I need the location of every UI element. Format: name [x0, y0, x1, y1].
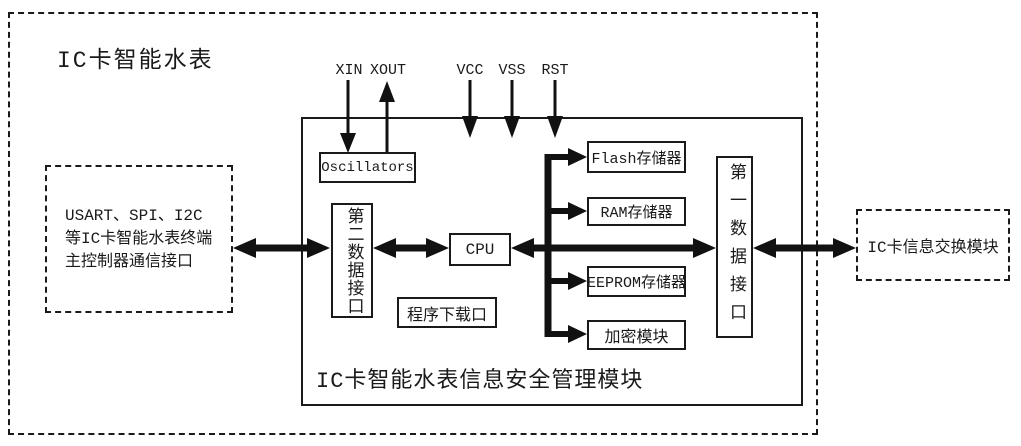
cpu-label: CPU	[465, 240, 495, 259]
second-data-interface-label: 第二数据接口	[342, 206, 362, 315]
flash-memory-block: Flash存储器	[587, 141, 686, 173]
pin-label-xout: XOUT	[369, 62, 406, 79]
host-controller-interface-line2: 等IC卡智能水表终端	[65, 229, 213, 248]
crypto-module-block: 加密模块	[587, 320, 686, 350]
host-controller-interface-line3: 主控制器通信接口	[65, 252, 194, 271]
security-module-label: IC卡智能水表信息安全管理模块	[316, 369, 644, 394]
diagram-title: IC卡智能水表	[57, 48, 214, 74]
crypto-module-label: 加密模块	[604, 329, 669, 347]
program-download-port-block: 程序下载口	[397, 297, 497, 328]
ic-card-exchange-module-box: IC卡信息交换模块	[856, 209, 1010, 281]
oscillators-block: Oscillators	[319, 152, 416, 183]
pin-label-xin: XIN	[335, 62, 363, 79]
ram-memory-block: RAM存储器	[587, 197, 686, 226]
first-data-interface-block: 第一数据接口	[716, 156, 753, 338]
host-controller-interface-line1: USART、SPI、I2C	[65, 206, 203, 225]
pin-label-vcc: VCC	[456, 62, 484, 79]
pin-label-vss: VSS	[498, 62, 526, 79]
pin-label-rst: RST	[541, 62, 569, 79]
eeprom-memory-block: EEPROM存储器	[587, 266, 686, 297]
program-download-port-label: 程序下载口	[406, 306, 487, 325]
ic-card-exchange-module-label: IC卡信息交换模块	[867, 239, 999, 257]
first-data-interface-label: 第一数据接口	[725, 163, 744, 331]
flash-memory-label: Flash存储器	[591, 150, 682, 168]
cpu-block: CPU	[449, 233, 511, 266]
host-controller-interface-box: USART、SPI、I2C 等IC卡智能水表终端 主控制器通信接口	[45, 165, 233, 313]
second-data-interface-block: 第二数据接口	[331, 203, 373, 318]
ram-memory-label: RAM存储器	[600, 205, 673, 222]
eeprom-memory-label: EEPROM存储器	[587, 275, 687, 292]
oscillators-label: Oscillators	[321, 159, 414, 176]
